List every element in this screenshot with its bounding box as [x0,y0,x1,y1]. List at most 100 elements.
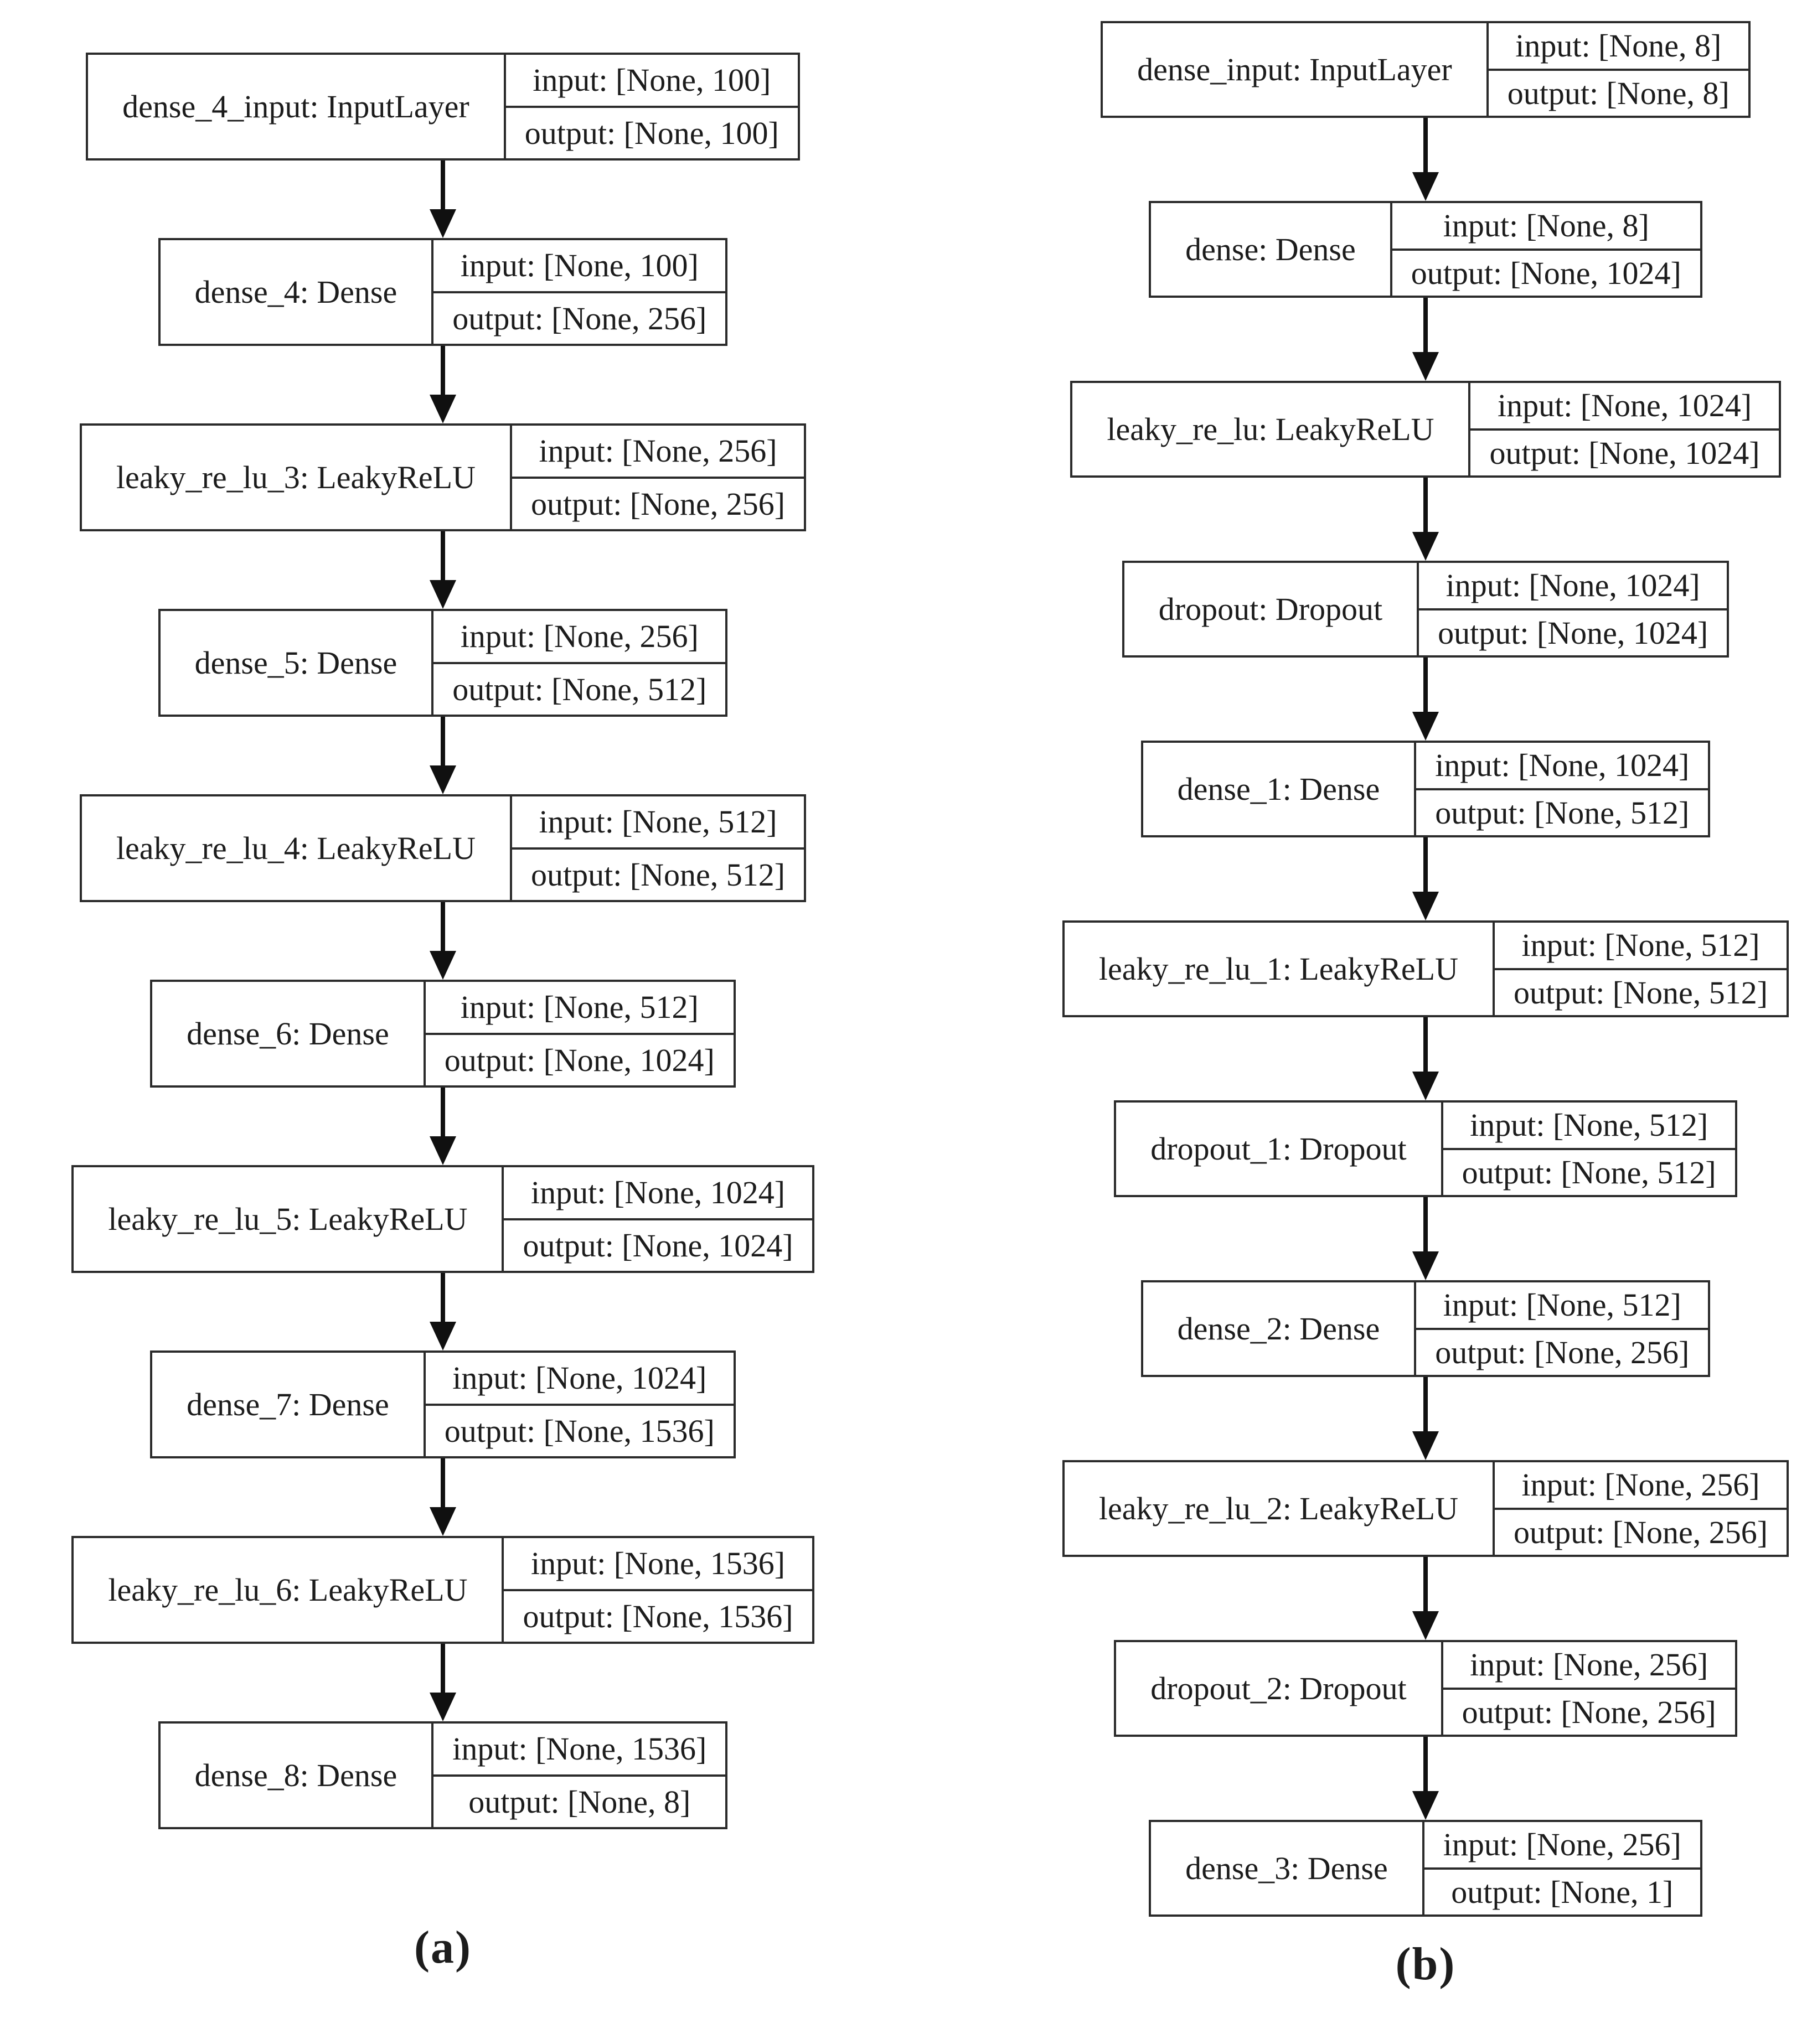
layer-wrap: dense: Dense input: [None, 8] output: [N… [1149,201,1702,381]
arrow-line [1423,478,1428,537]
arrow-line [1423,1557,1428,1617]
arrow-down-icon [1412,1017,1439,1100]
layer-node: dense: Dense input: [None, 8] output: [N… [1149,201,1702,298]
layer-input-shape: input: [None, 256] [433,611,726,664]
arrow-line [440,161,445,215]
arrow-head [430,1322,456,1350]
layer-output-shape: output: [None, 512] [530,856,786,893]
layer-label: dense: Dense [1151,203,1392,296]
layer-io-table: input: [None, 100] output: [None, 256] [433,240,726,344]
model-b-diagram: dense_input: InputLayer input: [None, 8]… [1046,21,1805,1917]
arrow-line [441,902,445,956]
layer-wrap: dropout: Dropout input: [None, 1024] out… [1122,561,1730,741]
arrow-down-icon [1412,478,1439,561]
layer-label: dense_6: Dense [152,982,426,1085]
arrow-down-icon [429,1088,456,1165]
layer-output-shape: output: [None, 100] [524,115,779,151]
arrow-head [1412,1251,1439,1280]
layer-input-shape: input: [None, 100] [505,55,798,108]
layer-input-shape: input: [None, 1536] [433,1724,726,1777]
layer-io-table: input: [None, 100] output: [None, 100] [505,55,798,158]
arrow-head [429,1136,456,1165]
arrow-head [1412,892,1439,920]
arrow-head [1412,1791,1439,1820]
layer-output-shape: output: [None, 1024] [1438,614,1708,651]
layer-label: dense_1: Dense [1143,743,1417,835]
layer-wrap: leaky_re_lu_2: LeakyReLU input: [None, 2… [1062,1460,1789,1640]
layer-wrap: dense_3: Dense input: [None, 256] output… [1149,1820,1702,1917]
layer-node: dense_2: Dense input: [None, 512] output… [1140,1280,1711,1377]
layer-label: leaky_re_lu_6: LeakyReLU [74,1538,504,1642]
layer-output-shape: output: [None, 512] [1435,794,1690,831]
arrow-line [440,1088,445,1142]
layer-node: dense_3: Dense input: [None, 256] output… [1149,1820,1702,1917]
layer-io-table: input: [None, 512] output: [None, 512] [512,796,804,900]
layer-node: dense_6: Dense input: [None, 512] output… [150,980,736,1088]
caption-b: (b) [1395,1938,1456,1990]
arrow-head [429,765,456,794]
layer-node: dense_input: InputLayer input: [None, 8]… [1101,21,1751,118]
arrow-line [440,1458,445,1513]
layer-label: leaky_re_lu: LeakyReLU [1072,383,1471,475]
layer-output-shape: output: [None, 1024] [523,1227,793,1264]
arrow-head [1412,1072,1439,1100]
arrow-line [1423,298,1428,358]
layer-wrap: leaky_re_lu: LeakyReLU input: [None, 102… [1070,381,1781,561]
layer-input-shape: input: [None, 1024] [504,1167,812,1220]
layer-output-shape: output: [None, 8] [1507,75,1730,111]
layer-label: dense_7: Dense [152,1353,426,1456]
layer-node: leaky_re_lu: LeakyReLU input: [None, 102… [1070,381,1781,478]
layer-node: dropout: Dropout input: [None, 1024] out… [1122,561,1730,658]
layer-wrap: leaky_re_lu_1: LeakyReLU input: [None, 5… [1062,920,1789,1100]
layer-output-shape: output: [None, 256] [452,300,707,337]
arrow-down-icon [430,1273,456,1350]
arrow-head [430,951,456,980]
arrow-down-icon [1412,658,1439,741]
layer-node: leaky_re_lu_4: LeakyReLU input: [None, 5… [79,794,807,902]
layer-label: dense_3: Dense [1151,1822,1424,1914]
layer-node: leaky_re_lu_6: LeakyReLU input: [None, 1… [71,1536,814,1644]
layer-node: dropout_1: Dropout input: [None, 512] ou… [1114,1100,1737,1197]
arrow-head [1412,352,1439,381]
layer-label: dropout_2: Dropout [1116,1642,1443,1735]
layer-label: dense_4_input: InputLayer [88,55,506,158]
arrow-line [441,1644,445,1698]
arrow-head [1412,532,1439,561]
layer-input-shape: input: [None, 1024] [1419,563,1727,610]
layer-label: leaky_re_lu_4: LeakyReLU [82,796,512,900]
arrow-down-icon [1412,298,1439,381]
layer-node: dense_4: Dense input: [None, 100] output… [158,238,728,346]
layer-io-table: input: [None, 8] output: [None, 8] [1488,23,1748,116]
arrow-down-icon [1412,1557,1439,1640]
layer-label: dropout_1: Dropout [1116,1103,1443,1195]
layer-label: dropout: Dropout [1124,563,1419,655]
layer-output-shape: output: [None, 8] [468,1783,691,1820]
layer-node: leaky_re_lu_2: LeakyReLU input: [None, 2… [1062,1460,1789,1557]
layer-label: dense_8: Dense [161,1724,434,1827]
arrow-head [1412,712,1439,741]
layer-input-shape: input: [None, 512] [1416,1282,1708,1330]
layer-node: dense_7: Dense input: [None, 1024] outpu… [150,1350,736,1458]
arrow-line [1423,1737,1428,1797]
layer-wrap: dense_4: Dense input: [None, 100] output… [158,238,728,423]
arrow-head [429,1507,456,1536]
caption-a: (a) [414,1922,472,1973]
layer-input-shape: input: [None, 1024] [1416,743,1708,790]
layer-input-shape: input: [None, 256] [1443,1642,1735,1690]
layer-io-table: input: [None, 512] output: [None, 512] [1494,923,1787,1015]
layer-output-shape: output: [None, 512] [1513,974,1768,1011]
layer-output-shape: output: [None, 1024] [444,1042,715,1078]
layer-output-shape: output: [None, 256] [530,485,786,522]
arrow-head [430,1693,456,1721]
layer-io-table: input: [None, 512] output: [None, 1024] [425,982,734,1085]
layer-input-shape: input: [None, 8] [1392,203,1700,251]
layer-input-shape: input: [None, 512] [1443,1103,1735,1150]
layer-input-shape: input: [None, 512] [425,982,734,1035]
arrow-down-icon [1412,118,1439,201]
layer-wrap: leaky_re_lu_3: LeakyReLU input: [None, 2… [79,423,807,609]
layer-output-shape: output: [None, 256] [1462,1694,1716,1730]
arrow-head [1412,1431,1439,1460]
layer-label: leaky_re_lu_3: LeakyReLU [82,426,512,529]
layer-input-shape: input: [None, 1024] [425,1353,734,1406]
layer-label: leaky_re_lu_1: LeakyReLU [1065,923,1495,1015]
